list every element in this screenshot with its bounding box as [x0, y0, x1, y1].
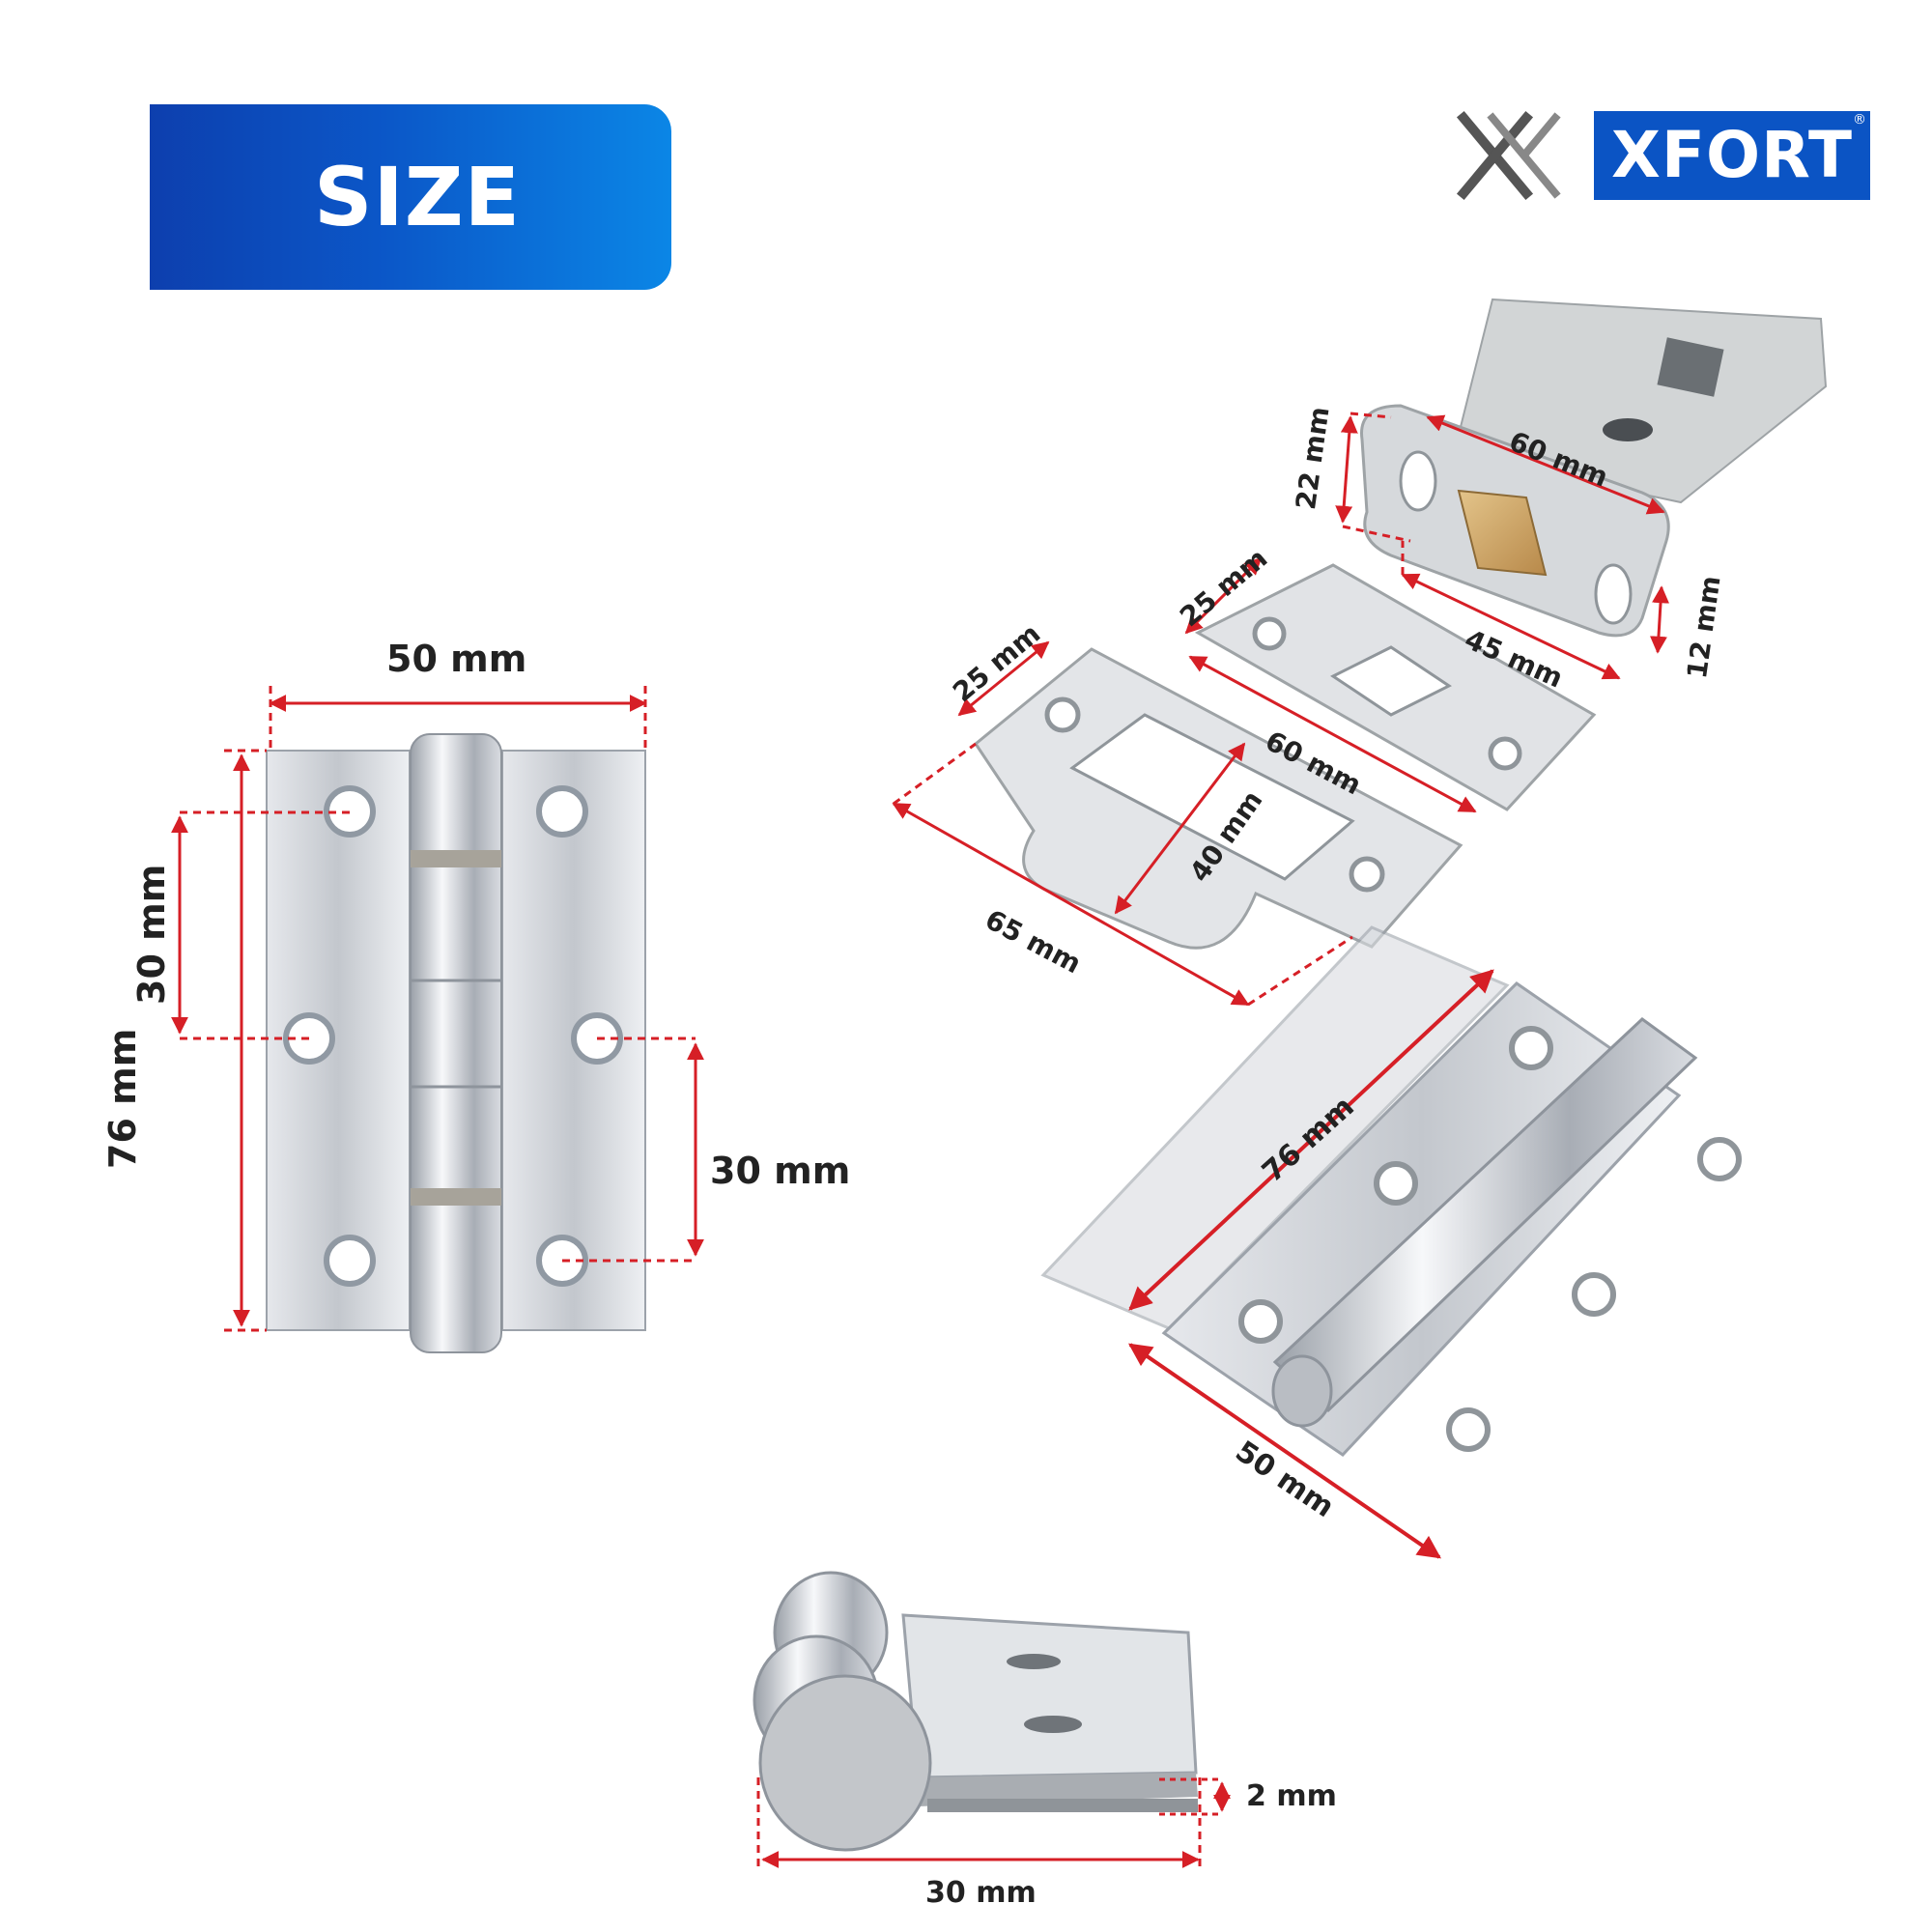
registered-mark: ®: [1853, 112, 1866, 128]
hinge-front-dimensions: [171, 686, 704, 1332]
latch-dimensions: [1335, 412, 1670, 680]
hinge-side-depth-label: 30 mm: [925, 1876, 1037, 1910]
brand-name: XFORT: [1611, 118, 1853, 192]
hinge-side-illustration: [753, 1571, 1198, 1852]
hinge-front-width-label: 50 mm: [386, 638, 527, 680]
hinge-front-view: [266, 733, 646, 1353]
hinge-front-height-label: 76 mm: [101, 1028, 144, 1169]
banner-title: SIZE: [314, 150, 522, 244]
hinge-perspective-dimensions: [1128, 969, 1494, 1559]
size-banner: [150, 104, 671, 290]
hinge-front-right-spacing-label: 30 mm: [710, 1150, 851, 1192]
brand-logo: [1594, 111, 1870, 200]
hinge-front-left-spacing-label: 30 mm: [130, 864, 173, 1005]
hinge-side-thickness-label: 2 mm: [1246, 1779, 1337, 1813]
hinge-side-dimensions: [756, 1777, 1231, 1869]
strike-plate-dimensions: [1184, 556, 1477, 813]
hinge-perspective-illustration: [1040, 925, 1742, 1457]
